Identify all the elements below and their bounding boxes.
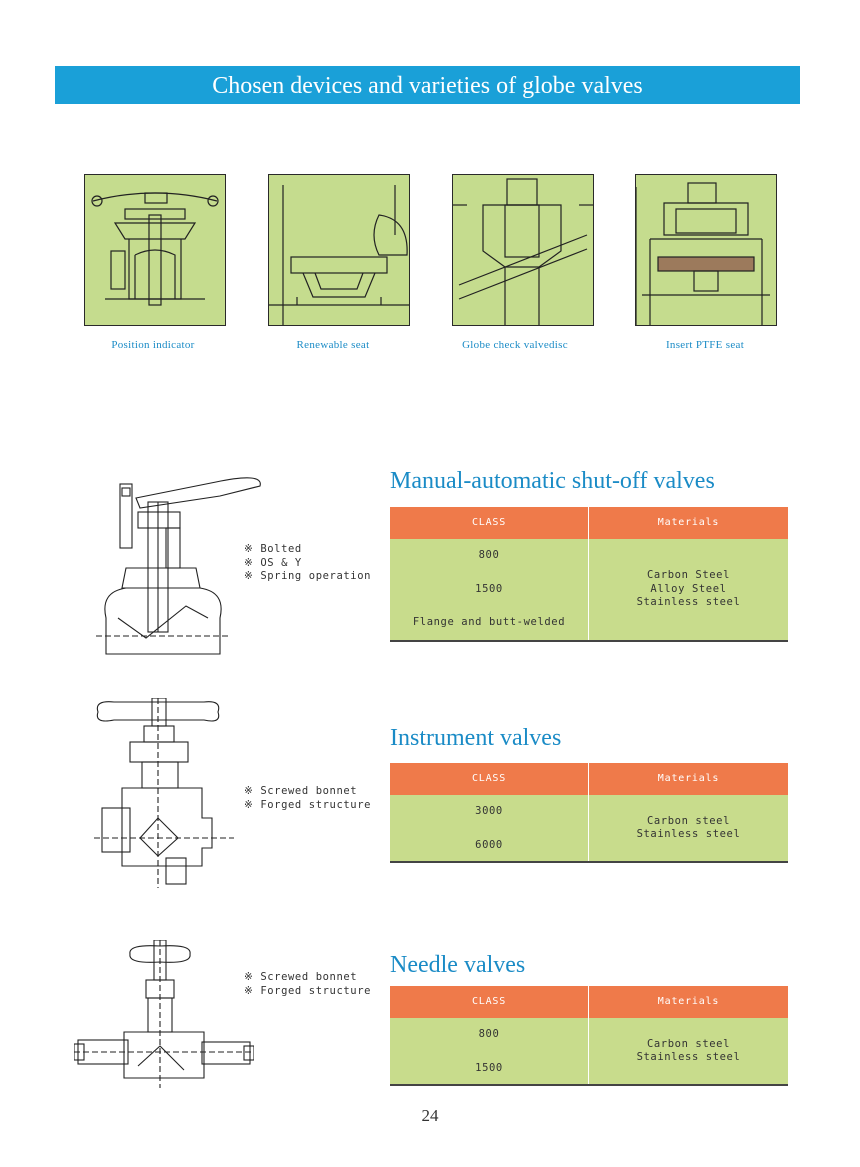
- page-banner: Chosen devices and varieties of globe va…: [55, 66, 800, 104]
- class-value: 800: [478, 549, 500, 561]
- feature-item: ※ Screwed bonnet: [244, 785, 358, 797]
- device-caption-position-indicator: Position indicator: [111, 339, 195, 351]
- position-indicator-illustration: [84, 174, 226, 326]
- needle-valve-drawing: [74, 940, 254, 1088]
- class-cell: 800 1500: [390, 1018, 589, 1084]
- class-value: Flange and butt-welded: [412, 616, 566, 628]
- spec-table-needle-valves: CLASS Materials 800 1500 Carbon steel St…: [390, 986, 788, 1086]
- material-value: Stainless steel: [636, 1051, 741, 1063]
- materials-cell: Carbon steel Stainless steel: [589, 1018, 788, 1084]
- column-header-class: CLASS: [390, 986, 589, 1018]
- globe-check-valvedisc-illustration: [452, 174, 594, 326]
- insert-ptfe-seat-illustration: [635, 174, 777, 326]
- page-title: Chosen devices and varieties of globe va…: [212, 73, 643, 99]
- table-body: 800 1500 Carbon steel Stainless steel: [390, 1018, 788, 1086]
- material-value: Carbon steel: [646, 1037, 731, 1050]
- class-value: 6000: [475, 839, 503, 851]
- renewable-seat-illustration: [268, 174, 410, 326]
- spec-table-shut-off-valves: CLASS Materials 800 1500 Flange and butt…: [390, 507, 788, 642]
- feature-item: ※ Spring operation: [244, 570, 372, 582]
- feature-item: ※ Forged structure: [244, 984, 372, 997]
- column-header-class: CLASS: [390, 507, 589, 539]
- spec-table-instrument-valves: CLASS Materials 3000 6000 Carbon steel S…: [390, 763, 788, 863]
- class-cell: 3000 6000: [390, 795, 589, 861]
- device-caption-globe-check-valvedisc: Globe check valvedisc: [462, 339, 568, 351]
- table-body: 3000 6000 Carbon steel Stainless steel: [390, 795, 788, 863]
- table-body: 800 1500 Flange and butt-welded Carbon S…: [390, 539, 788, 642]
- table-header: CLASS Materials: [390, 986, 788, 1018]
- section-title-needle-valves: Needle valves: [390, 952, 526, 978]
- material-value: Stainless steel: [636, 596, 741, 609]
- page-number: 24: [421, 1106, 439, 1125]
- material-value: Carbon Steel: [646, 569, 731, 582]
- material-value: Alloy Steel: [650, 582, 727, 595]
- class-value: 1500: [475, 583, 503, 595]
- feature-item: ※ Forged structure: [244, 798, 372, 811]
- shut-off-valve-features: ※ Bolted ※ OS & Y ※ Spring operation: [244, 543, 371, 584]
- feature-item: ※ Bolted: [244, 543, 302, 555]
- column-header-class: CLASS: [390, 763, 589, 795]
- class-value: 1500: [475, 1062, 503, 1074]
- column-header-materials: Materials: [657, 773, 720, 784]
- device-caption-insert-ptfe-seat: Insert PTFE seat: [665, 339, 745, 351]
- shut-off-valve-drawing: [96, 468, 266, 668]
- class-cell: 800 1500 Flange and butt-welded: [390, 539, 589, 640]
- material-value: Carbon steel: [646, 814, 731, 827]
- class-value: 3000: [475, 805, 503, 817]
- feature-item: ※ OS & Y: [244, 556, 302, 569]
- materials-cell: Carbon steel Stainless steel: [589, 795, 788, 861]
- column-header-materials: Materials: [657, 517, 720, 528]
- feature-item: ※ Screwed bonnet: [244, 971, 358, 983]
- section-title-instrument-valves: Instrument valves: [390, 725, 562, 751]
- materials-cell: Carbon Steel Alloy Steel Stainless steel: [589, 539, 788, 640]
- section-title-shut-off-valves: Manual-automatic shut-off valves: [390, 468, 715, 494]
- class-value: 800: [478, 1028, 500, 1040]
- column-header-materials: Materials: [657, 996, 720, 1007]
- instrument-valve-drawing: [94, 698, 234, 888]
- needle-valve-features: ※ Screwed bonnet ※ Forged structure: [244, 971, 371, 998]
- table-header: CLASS Materials: [390, 763, 788, 795]
- instrument-valve-features: ※ Screwed bonnet ※ Forged structure: [244, 785, 371, 812]
- table-header: CLASS Materials: [390, 507, 788, 539]
- device-caption-renewable-seat: Renewable seat: [296, 339, 370, 351]
- material-value: Stainless steel: [636, 828, 741, 840]
